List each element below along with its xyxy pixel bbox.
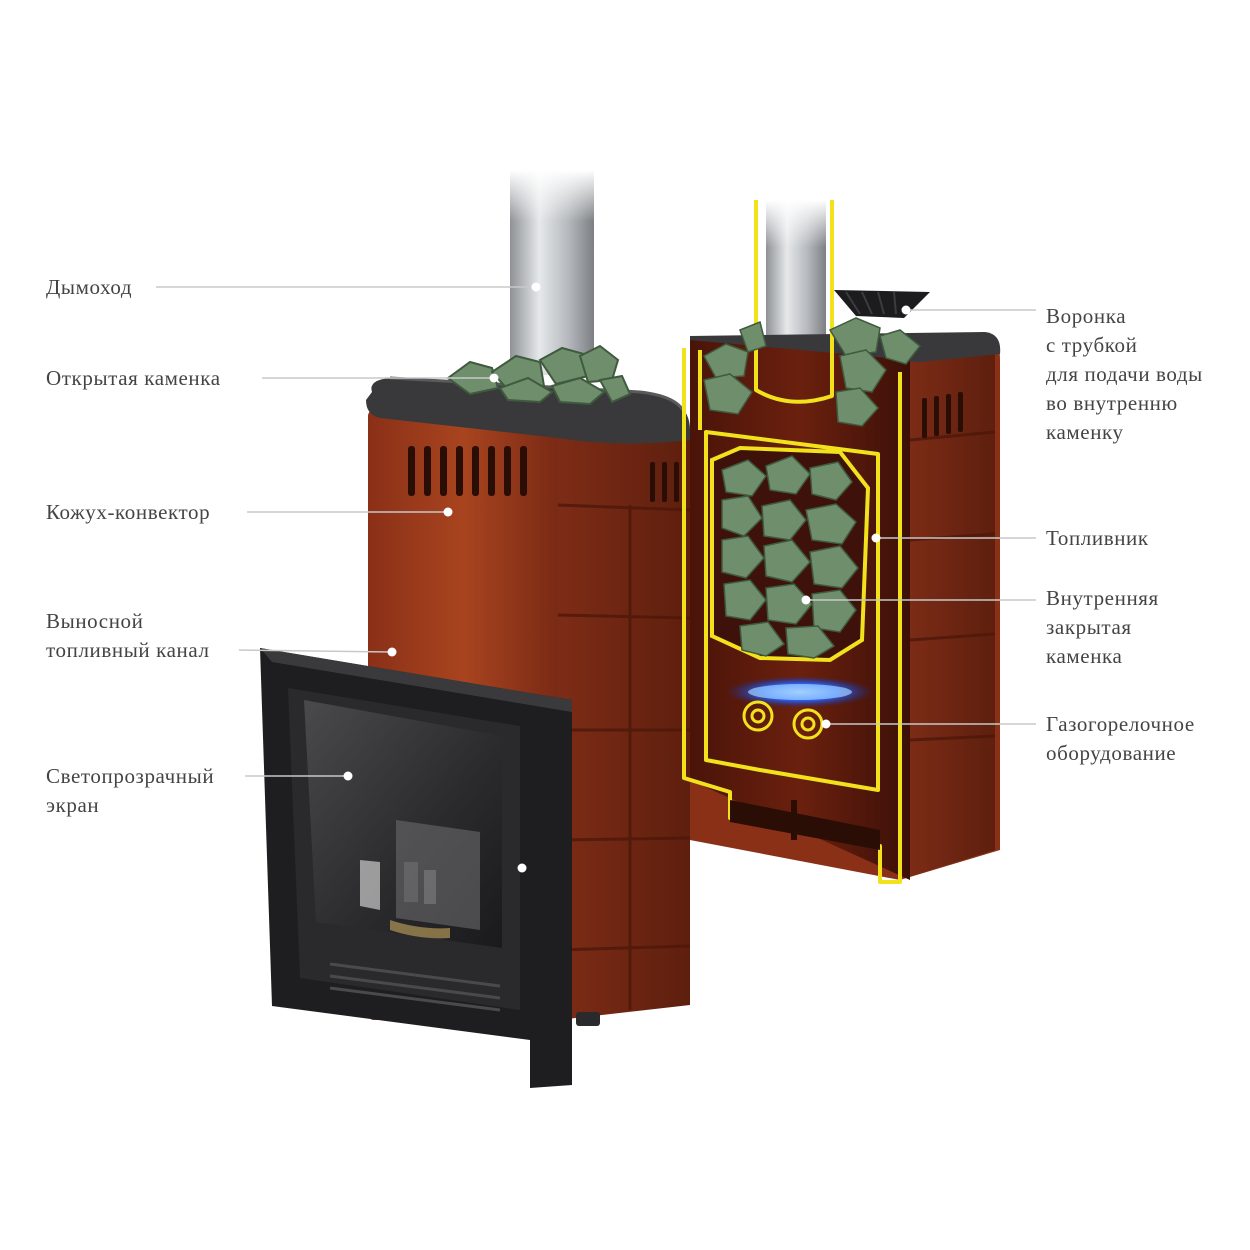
label-gas-burner: Газогорелочное оборудование — [1046, 712, 1195, 765]
casing-side — [558, 420, 690, 1020]
label-open-stones: Открытая каменка — [46, 366, 221, 390]
label-inner-stones: Внутренняя закрытая каменка — [1046, 586, 1159, 668]
label-fuel-channel: Выносной топливный канал — [46, 609, 210, 662]
leader-dots — [343, 282, 911, 873]
leader-lines — [156, 286, 1036, 777]
inner-stones — [721, 455, 859, 659]
label-casing: Кожух-конвектор — [46, 500, 211, 524]
label-funnel: Воронка с трубкой для подачи воды во вну… — [1046, 304, 1203, 444]
right-stove-cutaway — [682, 200, 1001, 884]
top-stones — [702, 317, 922, 427]
label-chimney: Дымоход — [46, 275, 133, 299]
left-stove — [260, 170, 691, 1088]
label-glass-screen: Светопрозрачный экран — [46, 764, 215, 817]
open-stones — [446, 344, 632, 406]
label-firebox: Топливник — [1046, 526, 1149, 550]
